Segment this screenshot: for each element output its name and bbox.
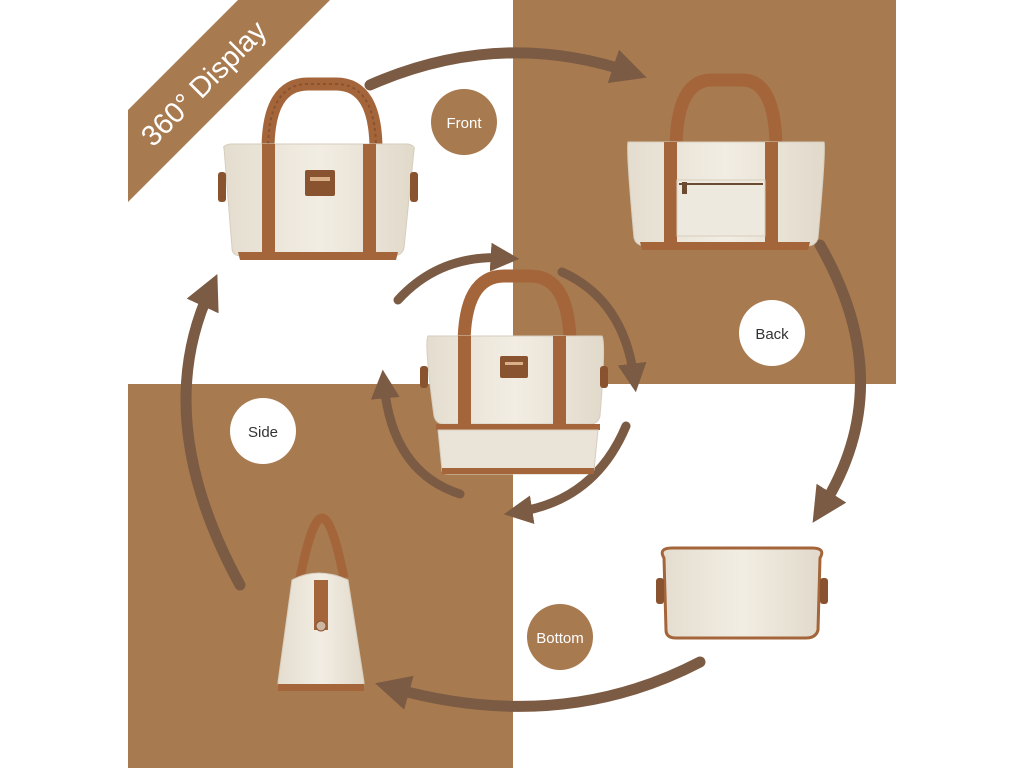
bag-side-view — [277, 513, 365, 691]
label-side-text: Side — [248, 424, 278, 441]
inner-arrow-top — [393, 242, 520, 305]
bag-bottom-view — [656, 546, 828, 640]
label-bottom: Bottom — [527, 604, 593, 670]
arrow-back-to-bottom — [812, 239, 866, 523]
label-bottom-text: Bottom — [536, 630, 584, 647]
inner-arrow-left — [370, 369, 465, 499]
arrow-side-to-front — [180, 274, 246, 591]
label-back-text: Back — [755, 326, 789, 343]
outer-rotation-arrows — [180, 47, 866, 712]
label-front: Front — [431, 89, 497, 155]
bag-back-view — [627, 73, 825, 250]
label-side: Side — [230, 398, 296, 464]
inner-rotation-arrows — [370, 242, 647, 525]
bag-center-expanded-view — [420, 269, 608, 475]
inner-arrow-bottom — [503, 421, 631, 525]
inner-arrow-right — [557, 267, 647, 393]
label-front-text: Front — [446, 115, 482, 132]
arrow-bottom-to-side — [375, 656, 706, 712]
arrow-front-to-back — [364, 47, 647, 91]
label-back: Back — [739, 300, 805, 366]
bag-front-view — [218, 77, 418, 260]
